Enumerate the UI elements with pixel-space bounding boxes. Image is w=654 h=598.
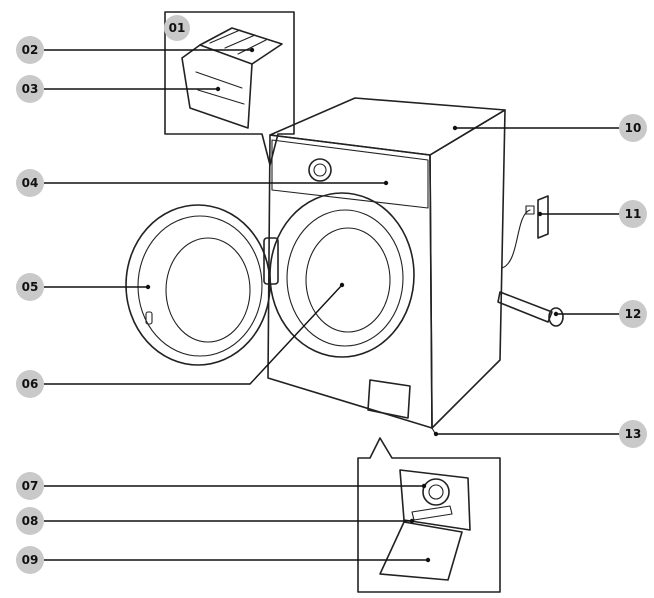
filter-housing <box>399 469 471 531</box>
callout-04: 04 <box>16 169 44 197</box>
callout-01: 01 <box>164 15 190 41</box>
machine-top-panel <box>269 97 506 156</box>
machine-front-panel <box>267 134 433 429</box>
callout-10: 10 <box>619 114 647 142</box>
callout-07: 07 <box>16 472 44 500</box>
drain-hose <box>497 291 564 327</box>
callout-05-label: 05 <box>22 280 39 294</box>
machine-side-panel <box>429 109 506 429</box>
callout-03-label: 03 <box>22 82 39 96</box>
callout-10-label: 10 <box>625 121 642 135</box>
callout-02-label: 02 <box>22 43 39 57</box>
callout-12-label: 12 <box>625 307 642 321</box>
callout-08-label: 08 <box>22 514 39 528</box>
detergent-drawer <box>199 27 283 65</box>
callout-12: 12 <box>619 300 647 328</box>
filter-cap <box>422 478 450 506</box>
callout-11-label: 11 <box>625 207 642 221</box>
callout-04-label: 04 <box>22 176 39 190</box>
drum-opening <box>269 192 415 358</box>
callout-09-label: 09 <box>22 553 39 567</box>
callout-11: 11 <box>619 200 647 228</box>
leader-dots <box>145 47 559 563</box>
control-panel <box>271 139 429 209</box>
detail-box-detergent-drawer <box>164 11 295 166</box>
callout-13: 13 <box>619 420 647 448</box>
detail-box-filter <box>357 437 501 593</box>
washing-machine <box>263 97 506 436</box>
callout-05: 05 <box>16 273 44 301</box>
power-plug <box>501 195 549 269</box>
callout-08: 08 <box>16 507 44 535</box>
drum <box>305 227 391 333</box>
callout-01-label: 01 <box>169 21 186 35</box>
callout-09: 09 <box>16 546 44 574</box>
filter-flap <box>379 521 463 581</box>
control-knob <box>308 158 332 182</box>
callout-03: 03 <box>16 75 44 103</box>
callout-13-label: 13 <box>625 427 642 441</box>
emergency-drain-tube <box>411 505 453 521</box>
door-hinge <box>263 237 279 285</box>
leader-lines <box>44 49 620 561</box>
door <box>125 204 271 366</box>
callout-07-label: 07 <box>22 479 39 493</box>
callout-06: 06 <box>16 370 44 398</box>
callout-06-label: 06 <box>22 377 39 391</box>
callout-02: 02 <box>16 36 44 64</box>
filter-cover <box>367 379 411 419</box>
